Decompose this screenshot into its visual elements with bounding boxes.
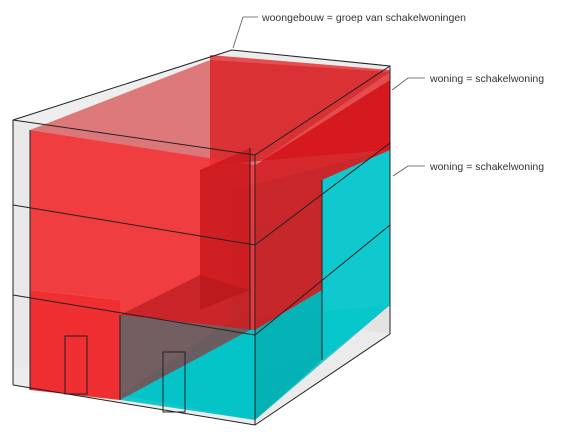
floor-line-1-front — [12, 204, 256, 246]
floor-line-2-front — [12, 294, 256, 336]
leader-lower-dwelling — [392, 165, 425, 177]
leader-lines — [232, 16, 425, 177]
upper-dwelling-ground-left — [30, 290, 120, 400]
label-building: woongebouw = groep van schakelwoningen — [261, 12, 466, 24]
lower-dwelling-right — [322, 150, 390, 360]
leader-upper-dwelling — [391, 77, 425, 91]
edge-bottom-side — [254, 333, 391, 426]
upper-dwelling-ground-side — [120, 275, 250, 400]
lower-dwelling-side — [255, 290, 322, 420]
label-upper-dwelling: woning = schakelwoning — [429, 73, 544, 85]
leader-building — [232, 16, 258, 49]
upper-dwelling-top — [30, 60, 390, 165]
door-upper-dwelling — [64, 335, 88, 395]
edge-bottom-front — [12, 384, 256, 426]
upper-dwelling — [30, 55, 390, 400]
upper-dwelling-right — [255, 80, 390, 330]
label-lower-dwelling: woning = schakelwoning — [429, 161, 544, 173]
edge-lines — [12, 49, 391, 426]
upper-dwelling-inner-wall — [200, 148, 250, 310]
